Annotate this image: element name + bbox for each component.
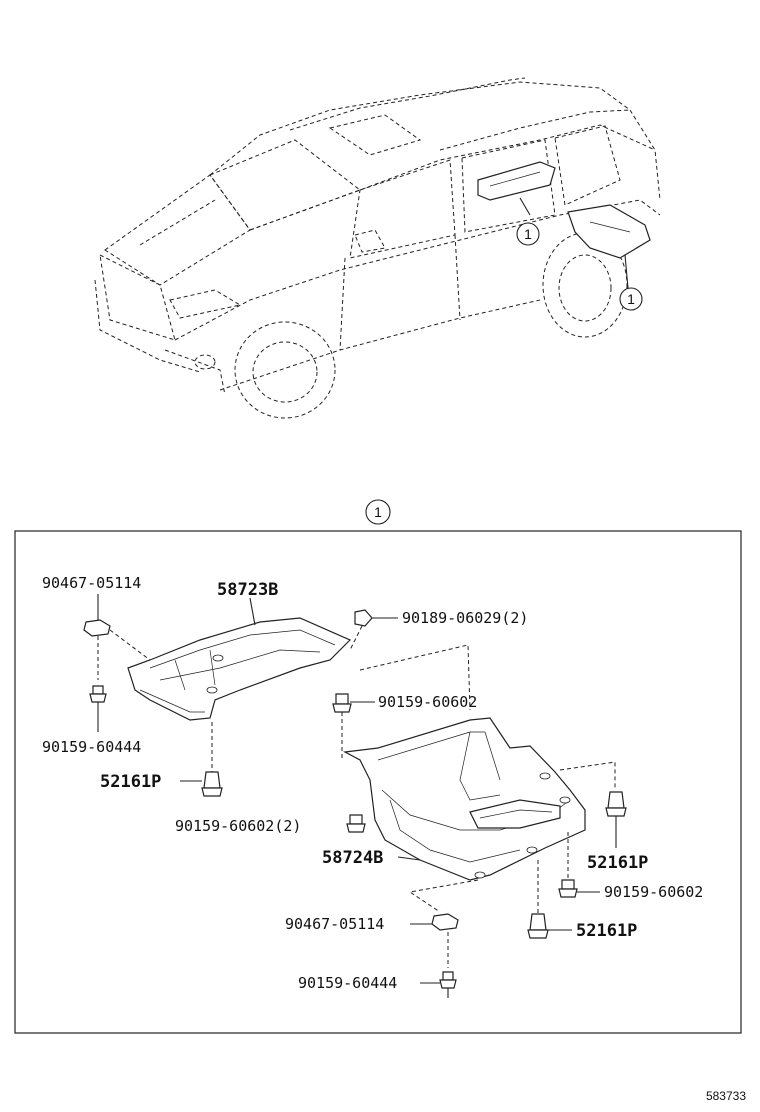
label-screw-right: 90159-60602 (604, 883, 703, 901)
screw-bottom-drawing (420, 971, 457, 998)
svg-text:1: 1 (374, 504, 382, 520)
label-screw-bottom: 90159-60444 (298, 974, 397, 992)
grommet-left-drawing (180, 722, 223, 797)
cover-upper-drawing (127, 617, 352, 721)
grommet-right-top-drawing (559, 761, 627, 848)
screw-mid-drawing (332, 693, 375, 713)
vehicle-illustration (94, 77, 661, 419)
detail-frame (14, 530, 742, 1034)
label-grommet-left: 52161P (100, 772, 161, 792)
label-screw-mid-2: 90159-60602(2) (175, 817, 301, 835)
svg-text:1: 1 (627, 291, 635, 307)
clip-top-left-drawing (83, 594, 151, 680)
screw-top-right-drawing (349, 609, 398, 651)
cover-lower-drawing (343, 717, 586, 881)
label-cover-upper: 58723B (217, 580, 278, 600)
clip-bottom-drawing (408, 879, 479, 968)
car-callout-1: 1 (516, 222, 540, 246)
label-clip-top-left: 90467-05114 (42, 574, 141, 592)
screw-left-drawing (89, 685, 107, 732)
label-cover-lower: 58724B (322, 848, 383, 868)
vehicle-cover-highlights (477, 161, 651, 289)
car-callout-2: 1 (619, 287, 643, 311)
label-grommet-right-top: 52161P (587, 853, 648, 873)
svg-text:1: 1 (524, 226, 532, 242)
label-screw-mid: 90159-60602 (378, 693, 477, 711)
reference-number: 583733 (706, 1089, 746, 1103)
screw-right-drawing (558, 832, 600, 898)
section-callout: 1 (365, 499, 391, 525)
grommet-right-bottom-drawing (527, 860, 572, 939)
label-grommet-right-bottom: 52161P (576, 921, 637, 941)
label-screw-top-right: 90189-06029(2) (402, 609, 528, 627)
screw-mid-2-drawing (346, 814, 366, 833)
label-clip-bottom: 90467-05114 (285, 915, 384, 933)
label-screw-left: 90159-60444 (42, 738, 141, 756)
